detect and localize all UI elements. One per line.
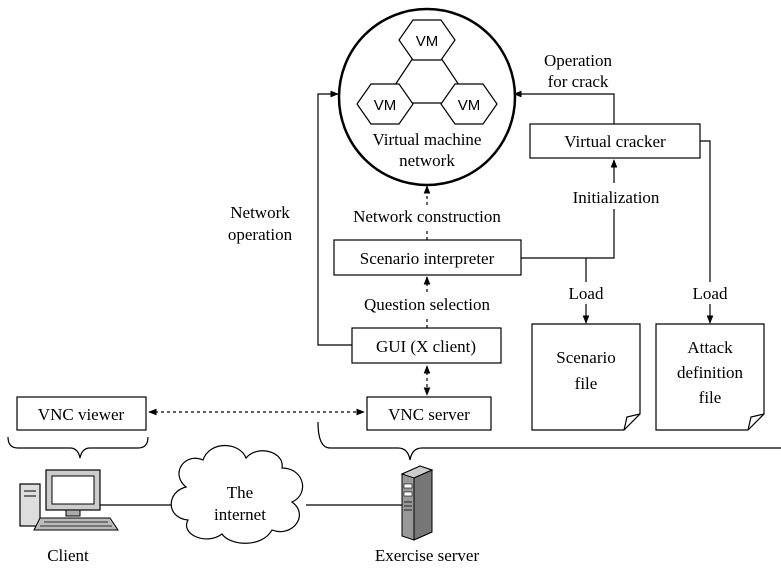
gui-client-box: GUI (X client) [351,327,502,364]
vm-label: VM [458,97,481,114]
client-computer-icon [19,469,119,531]
network-operation-arrow [317,90,352,346]
load-scenario-label: Load [569,284,604,303]
exercise-server-label: Exercise server [375,546,480,565]
vm-label: VM [374,97,397,114]
vm-node-right: VM [440,83,498,125]
operation-label-line2: for crack [548,72,609,91]
load-scenario-bg [560,282,612,304]
vm-node-left: VM [356,83,414,125]
network-operation-label-line2: operation [228,225,293,244]
vm-node-top: VM [398,19,456,61]
client-brace [7,436,149,459]
scenario-file-document: Scenario file [531,323,641,431]
virtual-machine-network: VM VM VM Virtual machine network [337,7,517,187]
load-attack-bg [684,282,736,304]
scenario-interpreter-label: Scenario interpreter [360,249,495,268]
operation-label-line1: Operation [544,51,612,70]
vnc-viewer-label: VNC viewer [38,405,125,424]
vm-label: VM [416,33,439,50]
network-operation-label-line1: Network [230,203,290,222]
network-label-line1: Virtual machine [373,130,482,149]
cloud-label-line2: internet [214,505,266,524]
network-construction-label: Network construction [353,207,501,226]
client-label: Client [47,546,89,565]
load-attack-arrow [700,140,714,324]
initialization-line [521,209,615,259]
scenario-file-label-line2: file [575,374,598,393]
attack-file-label-line3: file [699,388,722,407]
virtual-cracker-box: Virtual cracker [529,123,701,159]
internet-cloud-icon: The internet [170,445,304,544]
load-attack-label: Load [693,284,728,303]
question-selection-label: Question selection [364,295,491,314]
gui-client-label: GUI (X client) [376,337,476,356]
vnc-server-label: VNC server [388,405,470,424]
attack-file-label-line2: definition [677,363,744,382]
network-label-line2: network [399,151,455,170]
vnc-server-box: VNC server [366,396,492,431]
virtual-cracker-label: Virtual cracker [564,132,666,151]
operation-arrow [513,90,615,124]
server-brace [317,421,781,461]
initialization-label: Initialization [573,188,660,207]
attack-file-label-line1: Attack [687,338,733,357]
cloud-label-line1: The [227,483,253,502]
vnc-viewer-box: VNC viewer [16,396,147,431]
exercise-server-icon [400,465,434,541]
scenario-interpreter-box: Scenario interpreter [333,239,522,276]
scenario-file-label-line1: Scenario [556,348,615,367]
attack-definition-file-document: Attack definition file [655,323,765,431]
